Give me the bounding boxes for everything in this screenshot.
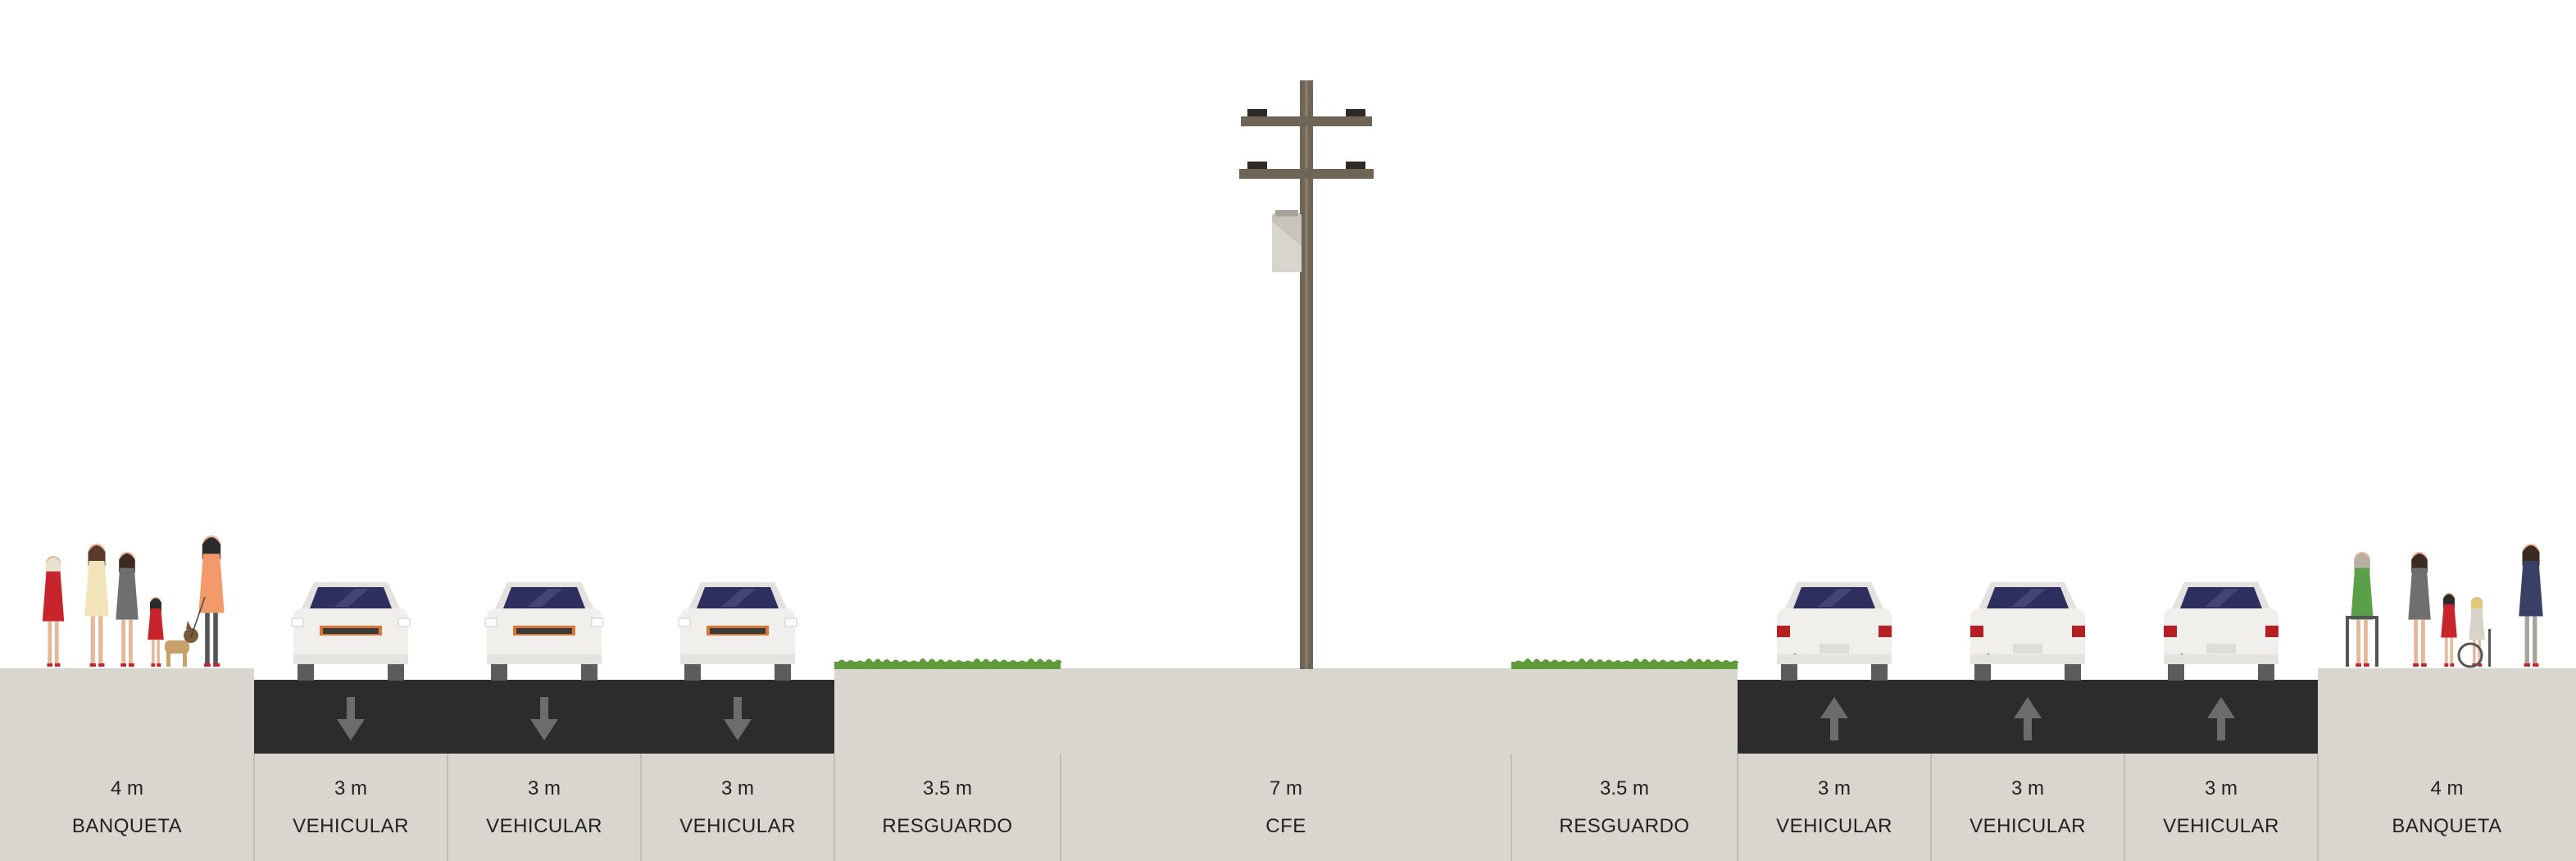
- lane-ground: [2124, 754, 2318, 861]
- car-front-icon: [678, 582, 797, 681]
- lane-ground: [641, 754, 834, 861]
- segment-label: 3 m VEHICULAR: [254, 754, 448, 861]
- lane-ground: [1738, 754, 1931, 861]
- segment-name: BANQUETA: [2392, 815, 2502, 837]
- segment-name: VEHICULAR: [1969, 815, 2086, 837]
- segment-name: VEHICULAR: [2163, 815, 2279, 837]
- segment-width: 4 m: [2430, 777, 2464, 800]
- segment-name: VEHICULAR: [1776, 815, 1892, 837]
- car-rear-icon: [1970, 582, 2085, 681]
- lane-ground: [1931, 754, 2124, 861]
- segment-objects: [42, 80, 2543, 740]
- buffer-ground: [834, 668, 1061, 861]
- segment-name: RESGUARDO: [882, 815, 1013, 837]
- power-pole-icon: [1239, 80, 1374, 669]
- segment-dividers: [253, 754, 2319, 861]
- segment-width: 3 m: [2010, 777, 2044, 800]
- pedestrians-icon: [2346, 544, 2543, 668]
- segment-label: 3 m VEHICULAR: [1738, 754, 1931, 861]
- segment-label: 3 m VEHICULAR: [448, 754, 641, 861]
- segment-width: 3 m: [334, 777, 367, 800]
- arrow-up-icon: [2014, 697, 2042, 740]
- segment-name: RESGUARDO: [1559, 815, 1690, 837]
- utility-ground: [1061, 668, 1511, 861]
- arrow-down-icon: [724, 697, 752, 740]
- arrow-up-icon: [2207, 697, 2235, 740]
- arrow-up-icon: [1820, 697, 1848, 740]
- lane-ground: [448, 754, 641, 861]
- segment-label: 7 m CFE: [1061, 754, 1511, 861]
- segment-label: 4 m BANQUETA: [0, 754, 254, 861]
- segment-width: 3 m: [1817, 777, 1851, 800]
- segment-name: VEHICULAR: [679, 815, 796, 837]
- segment-name: VEHICULAR: [486, 815, 602, 837]
- lane-ground: [254, 754, 448, 861]
- segment-name: BANQUETA: [71, 815, 183, 837]
- pedestrians-icon: [42, 535, 225, 667]
- car-front-icon: [291, 582, 411, 681]
- car-front-icon: [484, 582, 604, 681]
- grass-icon: [834, 658, 1062, 669]
- ground-layer: [0, 668, 2576, 861]
- buffer-ground: [1511, 668, 1738, 861]
- car-rear-icon: [1777, 582, 1892, 681]
- grass-icon: [1511, 658, 1739, 669]
- segment-label: 3 m VEHICULAR: [1931, 754, 2124, 861]
- segment-width: 4 m: [110, 777, 143, 800]
- segment-width: 3 m: [2204, 777, 2238, 800]
- segment-label: 3 m VEHICULAR: [641, 754, 834, 861]
- arrow-down-icon: [337, 697, 365, 740]
- arrow-down-icon: [530, 697, 558, 740]
- segment-width: 3 m: [720, 777, 754, 800]
- car-rear-icon: [2164, 582, 2278, 681]
- segment-name: VEHICULAR: [293, 815, 409, 837]
- sidewalk-ground: [0, 668, 254, 861]
- segment-width: 3.5 m: [922, 777, 973, 800]
- segment-label: 3 m VEHICULAR: [2124, 754, 2318, 861]
- segment-width: 3 m: [527, 777, 561, 800]
- segment-width: 3.5 m: [1599, 777, 1650, 800]
- segment-name: CFE: [1265, 815, 1306, 837]
- segment-label: 4 m BANQUETA: [2318, 754, 2576, 861]
- segment-label: 3.5 m RESGUARDO: [834, 754, 1061, 861]
- segment-label: 3.5 m RESGUARDO: [1511, 754, 1738, 861]
- segment-width: 7 m: [1269, 777, 1302, 800]
- sidewalk-ground: [2318, 668, 2576, 861]
